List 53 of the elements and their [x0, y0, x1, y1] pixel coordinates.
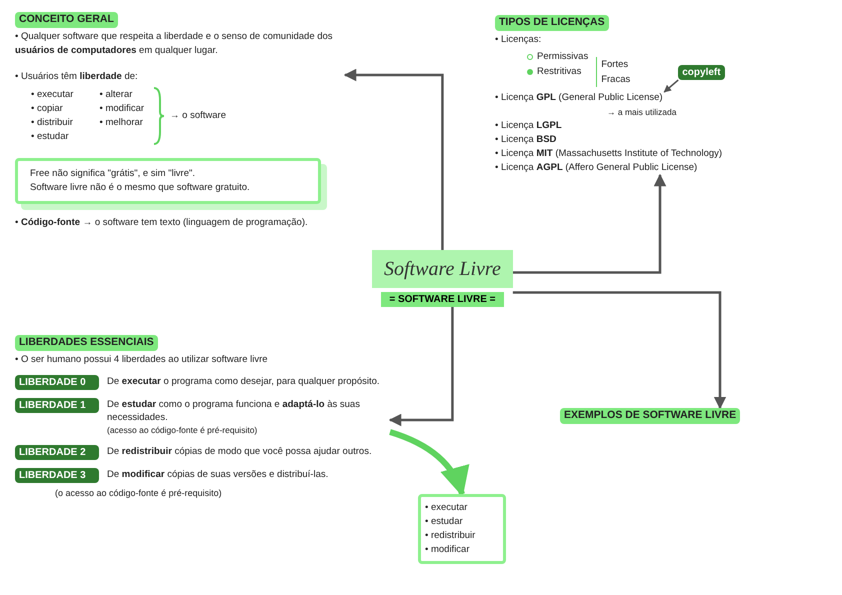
section-heading: LIBERDADES ESSENCIAIS [15, 335, 158, 351]
list-item: • estudar [425, 515, 464, 529]
license-item: • Licença BSD [495, 133, 558, 147]
arrow [664, 79, 679, 93]
license-item: • Licença LGPL [495, 119, 563, 133]
freedom-description: De redistribuir cópias de modo que você possa ajudar outros. [107, 444, 372, 458]
note-text: (o acesso ao código-fonte é pré-requisito) [54, 486, 223, 500]
freedom-description: De modificar cópias de suas versões e distribuí-las. [107, 468, 328, 481]
list-item: Permissivas [537, 50, 588, 64]
freedom-description: De estudar como o programa funciona e adaptá-lo às suas necessidades. [107, 398, 361, 424]
tag-label: copyleft [678, 65, 725, 80]
freedom-tag: LIBERDADE 3 [15, 468, 99, 483]
arrow [512, 174, 666, 274]
note-text: • Código-fonte → o software tem texto (linguagem de programação). [15, 216, 309, 230]
list-item: • distribuir [31, 116, 74, 130]
list-item: Fortes [601, 58, 630, 72]
list-item: • estudar [31, 130, 70, 144]
list-intro: • Usuários têm liberdade de: [15, 70, 139, 84]
license-item: • Licença AGPL (Affero General Public License) [495, 161, 698, 175]
list-item: • modificar [425, 543, 471, 557]
section-heading: CONCEITO GERAL [15, 12, 118, 28]
section-heading: EXEMPLOS DE SOFTWARE LIVRE [560, 408, 740, 424]
list-item: • redistribuir [425, 529, 476, 543]
freedom-tag: LIBERDADE 0 [15, 374, 99, 390]
license-item: • Licença MIT (Massachusetts Institute of Technology) [495, 147, 724, 161]
note-text: → a mais utilizada [606, 106, 678, 119]
list-item: • copiar [31, 102, 64, 116]
brace-label: → o software [170, 108, 226, 123]
arrow [344, 68, 444, 250]
freedom-tag: LIBERDADE 2 [15, 444, 99, 460]
highlight-text: Software livre não é o mesmo que software gratuito. [30, 181, 251, 195]
freedom-description: De executar o programa como desejar, para qualquer propósito. [107, 374, 380, 388]
section-heading: TIPOS DE LICENÇAS [495, 15, 609, 31]
list-item: • modificar [100, 102, 144, 116]
subtitle-label: = SOFTWARE LIVRE = [381, 292, 504, 307]
list-item: • executar [425, 501, 468, 515]
highlight-text: Free não significa "grátis", e sim "livre". [30, 167, 196, 181]
list-intro: • Licenças: [495, 32, 542, 47]
intro-text: • O ser humano possui 4 liberdades ao utilizar software livre [15, 352, 269, 367]
freedom-tag: LIBERDADE 1 [15, 398, 99, 413]
arrow [512, 291, 726, 410]
license-item: • Licença GPL (General Public License) [495, 91, 664, 105]
list-item: Restritivas [537, 65, 582, 79]
note-text: (acesso ao código-fonte é pré-requisito) [107, 424, 258, 437]
list-item: • melhorar [100, 116, 144, 130]
definition-text: • Qualquer software que respeita a liberdade e o senso de comunidade dos usuários de computadores em qualquer lugar. [15, 30, 334, 58]
list-item: Fracas [601, 73, 630, 87]
arrow [388, 307, 454, 426]
list-item: • executar [31, 88, 74, 102]
list-item: • alterar [100, 88, 134, 102]
summary-box [418, 494, 506, 564]
arrow [389, 429, 468, 497]
title-text: Software Livre [372, 250, 513, 288]
